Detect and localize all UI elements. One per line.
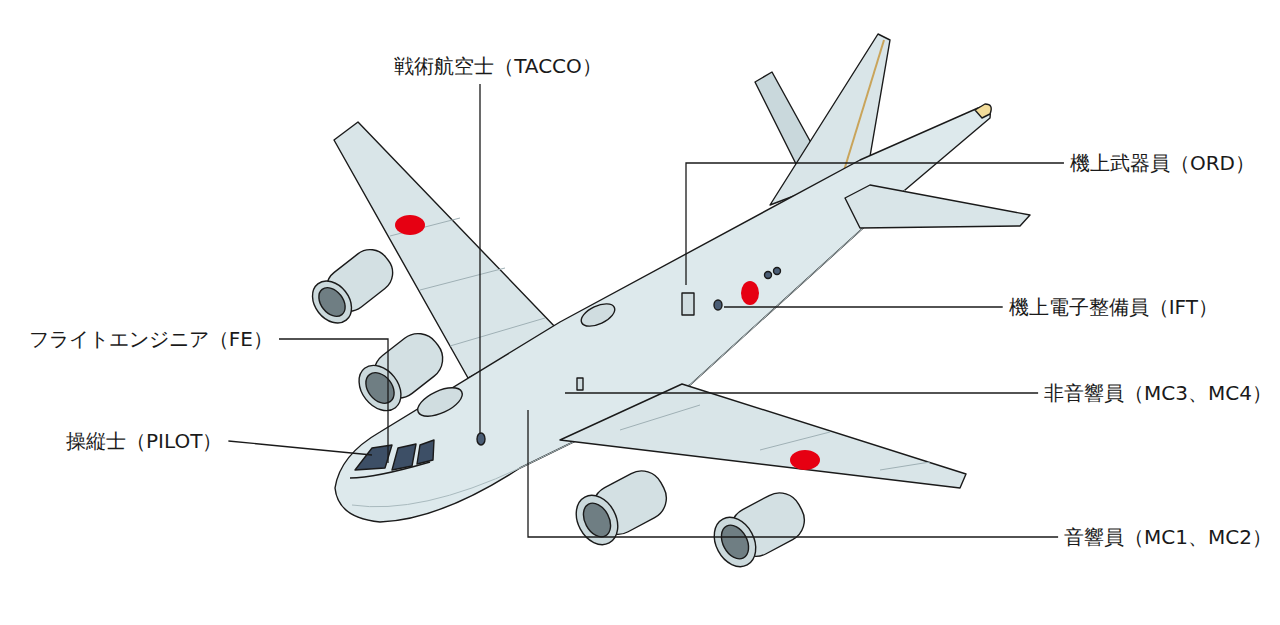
engine xyxy=(304,241,401,331)
crew-label: 機上武器員（ORD） xyxy=(1070,151,1255,175)
stabilizer xyxy=(845,185,1030,228)
leader-line xyxy=(228,441,372,455)
roundel xyxy=(395,215,425,235)
crew-label: 戦術航空士（TACCO） xyxy=(394,54,602,78)
roundel xyxy=(741,281,759,305)
leader-line xyxy=(528,410,1058,537)
wing xyxy=(560,384,966,488)
engine xyxy=(568,462,675,552)
leader-line xyxy=(686,163,1064,285)
crew-label: 機上電子整備員（IFT） xyxy=(1009,295,1218,319)
leader-line xyxy=(479,84,480,434)
leader-line xyxy=(279,339,388,463)
engine xyxy=(706,484,813,574)
roundel xyxy=(790,450,820,470)
leader-line xyxy=(565,392,1038,393)
crew-label: 非音響員（MC3、MC4） xyxy=(1044,381,1272,405)
leader-line xyxy=(724,306,1003,307)
fuselage xyxy=(335,106,990,522)
crew-label: 操縦士（PILOT） xyxy=(66,429,222,453)
crew-label: 音響員（MC1、MC2） xyxy=(1064,525,1272,549)
crew-label: フライトエンジニア（FE） xyxy=(29,327,273,351)
